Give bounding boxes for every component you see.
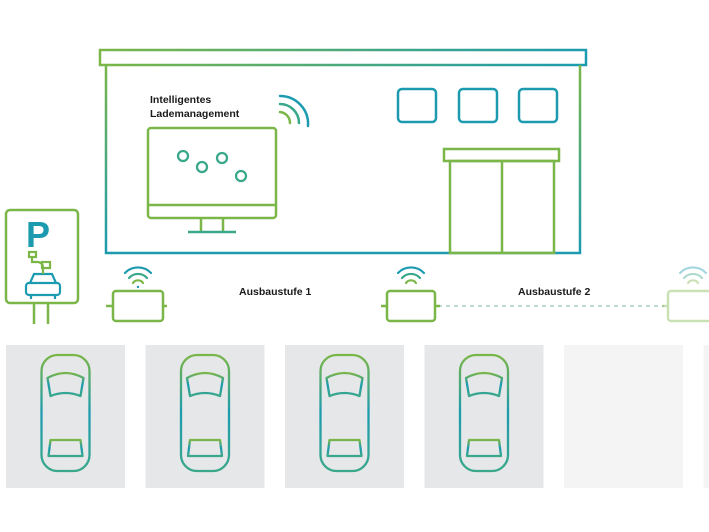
car-icon	[446, 353, 522, 473]
window-icon	[396, 87, 438, 124]
door-icon	[442, 147, 561, 255]
stage2-label: Ausbaustufe 2	[518, 286, 591, 298]
parking-spot-empty	[703, 345, 709, 488]
ev-car-icon	[24, 250, 62, 299]
parked-cars	[28, 353, 522, 473]
car-icon	[307, 353, 382, 473]
charger-icon	[662, 289, 709, 323]
window-icon	[457, 87, 499, 124]
wifi-icon	[678, 266, 708, 285]
parking-spot-occupied	[424, 345, 544, 488]
parking-spot-empty	[564, 345, 683, 488]
parking-spot-occupied	[285, 345, 404, 488]
wifi-icon	[278, 94, 310, 128]
slider-icon	[181, 144, 243, 184]
parking-spots	[6, 345, 709, 488]
charger-icon	[106, 289, 167, 323]
car-icon	[167, 353, 243, 473]
parking-sign-icon: P	[4, 208, 80, 324]
management-label-line2: Lademanagement	[150, 108, 240, 120]
parking-letter: P	[26, 214, 50, 255]
building-icon	[98, 48, 588, 255]
parking-spot-occupied	[6, 345, 125, 488]
wifi-icon	[396, 266, 426, 285]
window-icon	[517, 87, 559, 124]
parking-spot-occupied	[145, 345, 265, 488]
management-label-line1: Intelligentes	[150, 94, 212, 106]
car-icon	[28, 353, 103, 473]
charger-icon	[381, 289, 440, 323]
wifi-icon	[123, 266, 153, 289]
monitor-icon	[146, 126, 278, 234]
stage1-label: Ausbaustufe 1	[239, 286, 312, 298]
